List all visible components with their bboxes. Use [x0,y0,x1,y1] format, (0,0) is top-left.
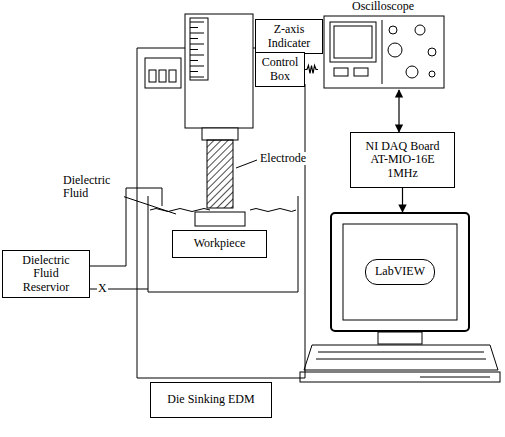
scale-tick [190,33,204,34]
scale-tick [190,27,198,28]
reservoir-box: Dielectric Fluid Reservior [2,250,90,298]
electrode [207,140,233,208]
valve-mark: X [97,282,108,295]
machine-panel [145,58,181,88]
part-label: Electrode [259,152,307,165]
node-text: Control Box [260,56,300,82]
dielectric-tank [148,196,298,292]
daq-board-box: NI DAQ Board AT-MIO-16E 1MHz [350,132,455,188]
scale-tick [190,44,204,45]
workpiece-block [195,212,245,226]
node-text: Oscilloscope [352,0,414,13]
scale-tick [190,55,204,56]
program-name: LabVIEW [365,259,435,284]
data-arrow [402,188,403,212]
machine-base: Die Sinking EDM [150,382,272,418]
scale-tick [190,77,204,78]
node-text: Workpiece [194,237,246,250]
signal-wire [305,66,318,74]
scale-tick [190,66,204,67]
scale-tick [190,22,204,23]
scale-tick [190,49,198,50]
computer-monitor: LabVIEW [330,212,470,332]
indicator-box: Z-axis Indicater [255,19,323,54]
data-arrow [398,90,399,132]
leader-line [236,160,257,168]
scale-tick [190,60,198,61]
z-axis-column [185,14,253,140]
oscilloscope-device [324,16,444,88]
node-text: Z-axis Indicater [260,23,318,49]
node-text: Die Sinking EDM [167,393,254,406]
workpiece-box: Workpiece [172,230,267,258]
fluid-surface [150,209,296,212]
scale-tick [190,38,198,39]
part-label: Dielectric Fluid [62,174,124,200]
scale-tick [190,71,198,72]
control-box: Control Box [255,52,305,87]
node-text: NI DAQ Board AT-MIO-16E 1MHz [361,140,445,180]
node-text: Dielectric Fluid Reservior [11,254,81,294]
device-label: Oscilloscope [318,0,448,90]
leader-line [122,196,176,214]
